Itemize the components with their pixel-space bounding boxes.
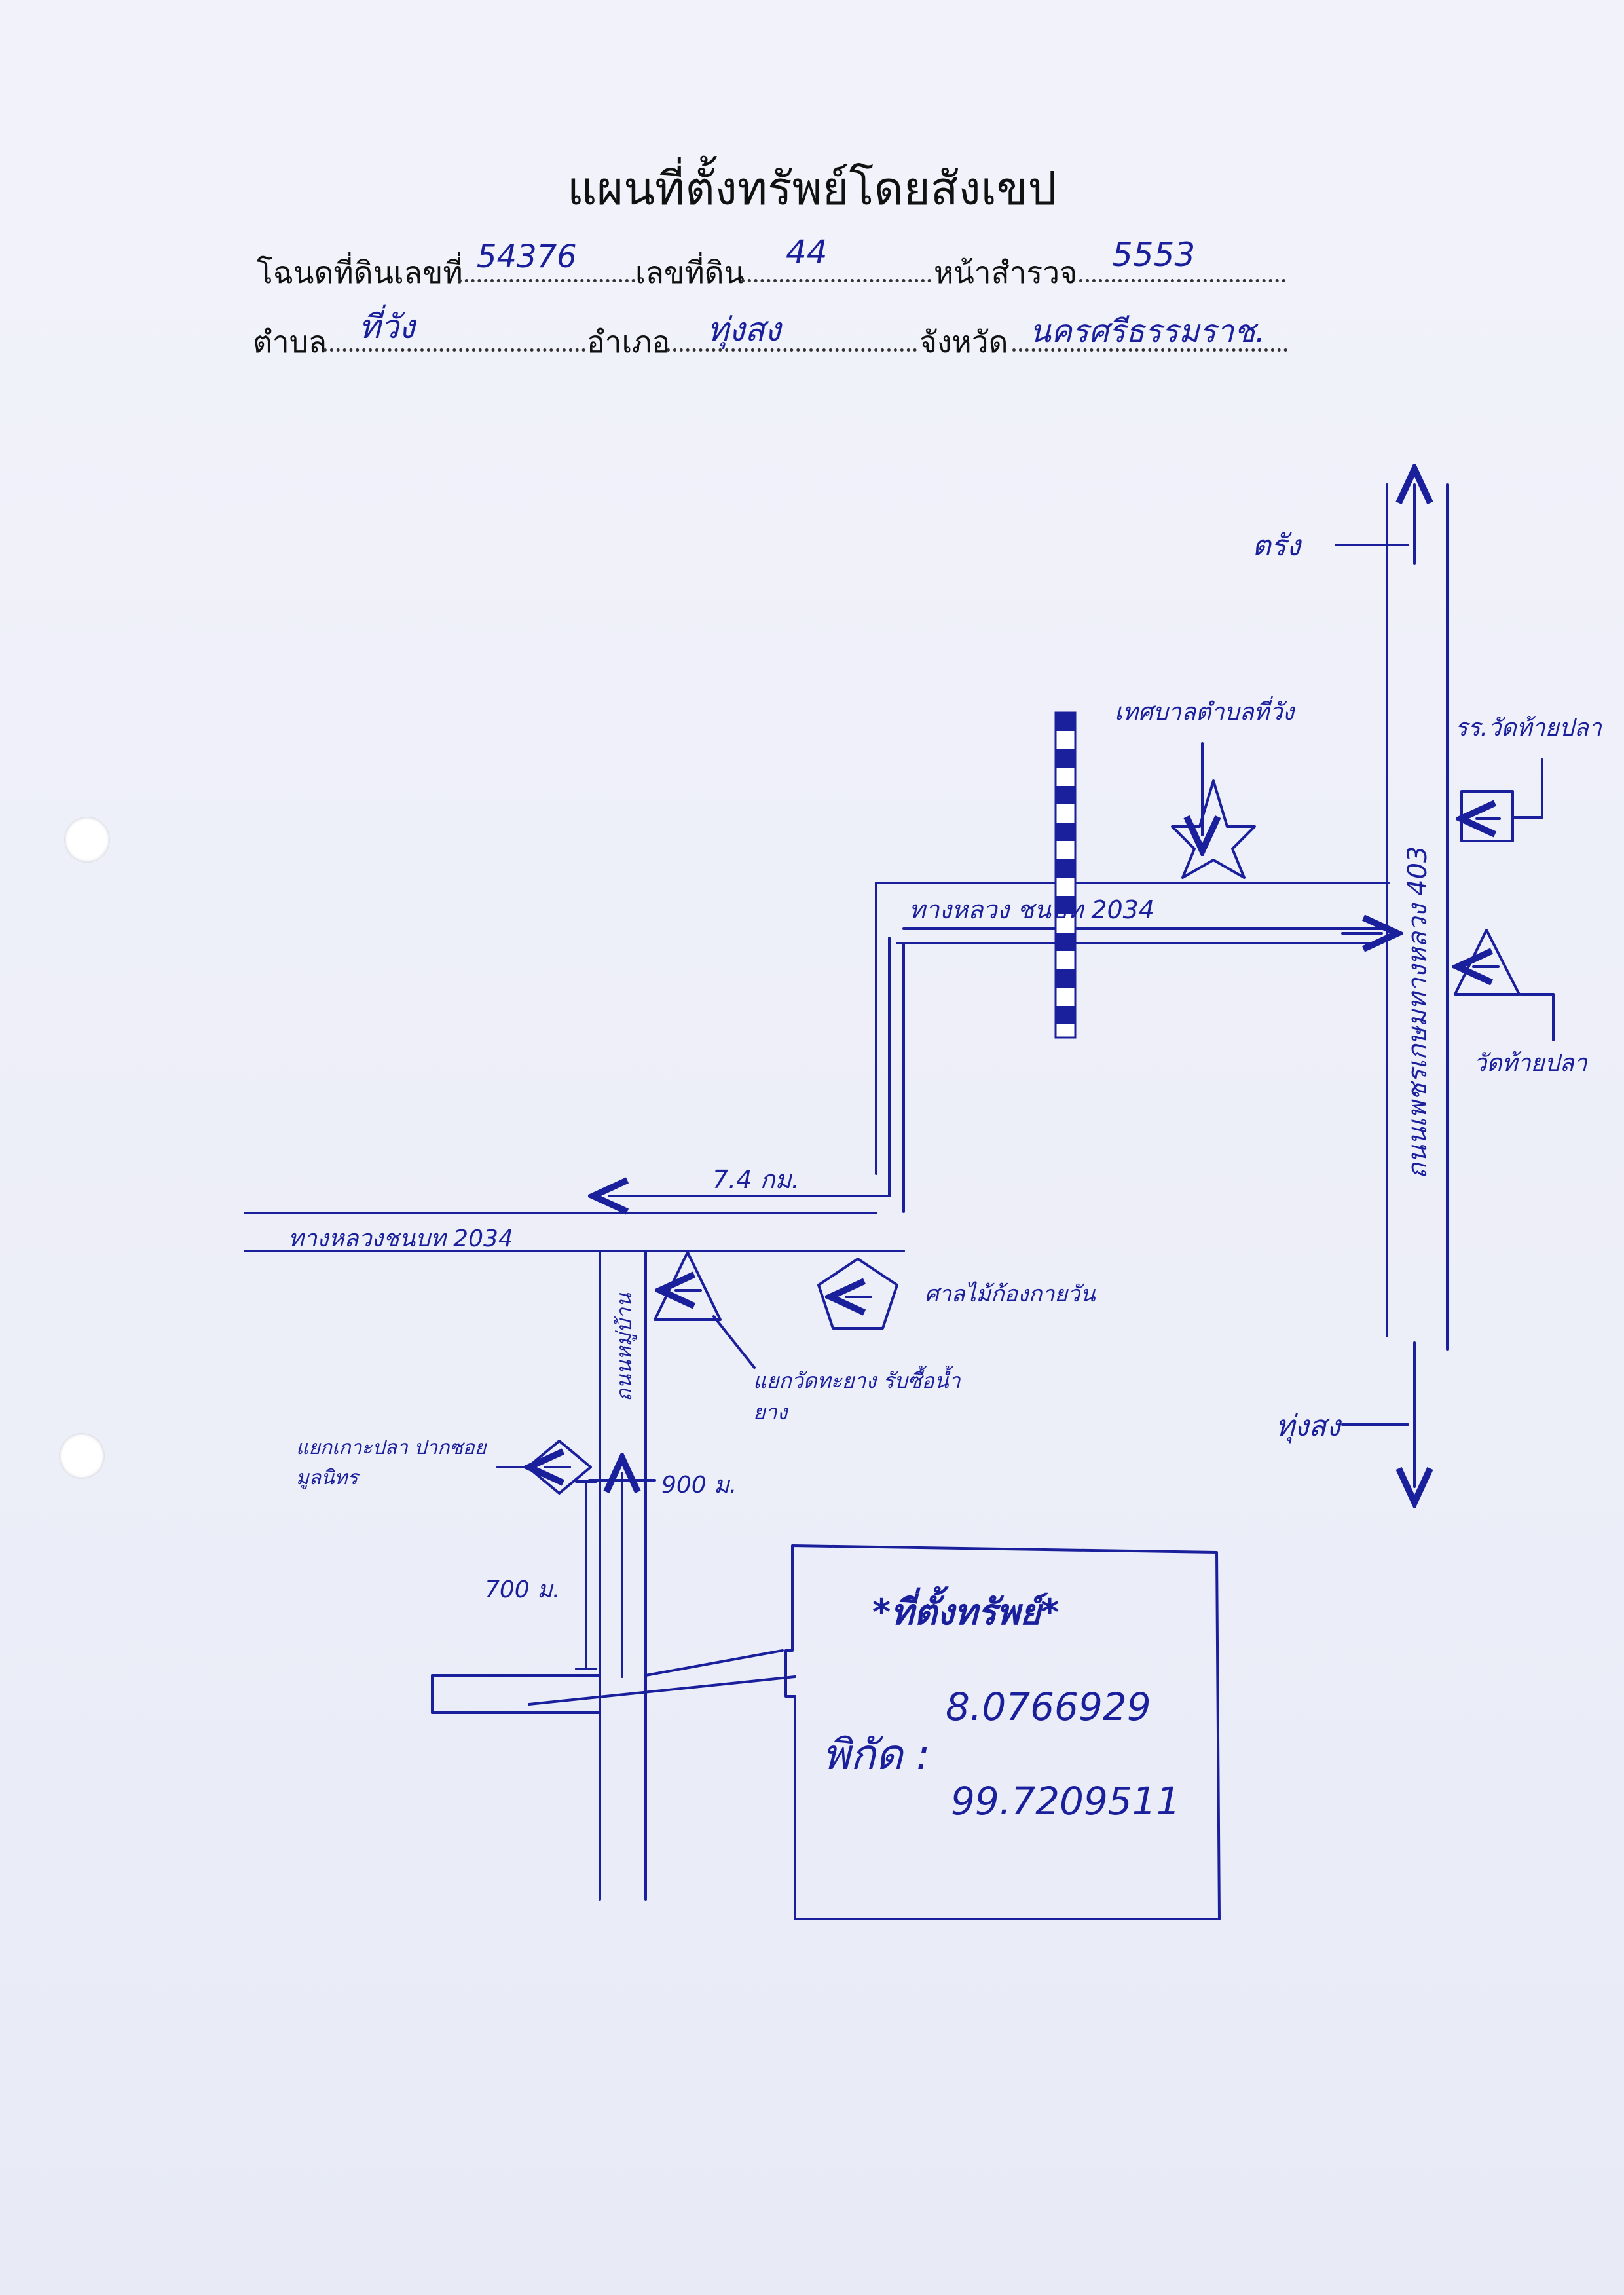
page-title: แผนที่ตั้งทรัพย์โดยสังเขป bbox=[567, 162, 1057, 215]
punch-hole-top bbox=[64, 817, 110, 863]
survey-page-dots bbox=[1079, 279, 1285, 282]
district-value: ทุ่งสง bbox=[707, 310, 781, 348]
deed-no-dots bbox=[458, 279, 635, 282]
survey-page-label: หน้าสำรวจ bbox=[934, 255, 1077, 290]
shop-label: แยกวัดทะยาง รับซื้อน้ำยาง bbox=[753, 1368, 961, 1425]
shrine-pentagon-icon bbox=[817, 1258, 898, 1330]
deed-info-row-2: ตำบล ที่วัง อำเภอ ทุ่งสง จังหวัด นครศรีธ… bbox=[0, 308, 1624, 364]
deed-no-value: 54376 bbox=[477, 238, 577, 275]
lane-to-property-b bbox=[528, 1675, 796, 1706]
deed-no-label: โฉนดที่ดินเลขที่ bbox=[257, 255, 463, 290]
property-label: *ที่ตั้งทรัพย์* bbox=[872, 1592, 1060, 1633]
survey-page-value: 5553 bbox=[1112, 236, 1196, 274]
highway-vertical-label: ถนนเพชรเกษมทางหลวง 403 bbox=[1403, 846, 1433, 1180]
punch-hole-bottom bbox=[59, 1433, 105, 1479]
shop-triangle-icon bbox=[654, 1251, 722, 1321]
temple-triangle-icon bbox=[1454, 929, 1521, 996]
distance-700-label: 700 ม. bbox=[485, 1577, 561, 1603]
tambon-office-label: เทศบาลตำบลที่วัง bbox=[1115, 699, 1295, 726]
lane-to-property-a bbox=[644, 1649, 784, 1677]
province-value: นครศรีธรรมราช. bbox=[1029, 313, 1266, 350]
school-icon bbox=[1460, 790, 1514, 842]
distance-900-label: 900 ม. bbox=[661, 1472, 737, 1499]
to-trang-label: ตรัง bbox=[1252, 529, 1301, 563]
coordinate-label: พิกัด : bbox=[822, 1731, 931, 1780]
deed-info-row-1: โฉนดที่ดินเลขที่ 54376 เลขที่ดิน 44 หน้า… bbox=[0, 233, 1624, 295]
longitude-value: 99.7209511 bbox=[951, 1779, 1181, 1823]
land-no-value: 44 bbox=[786, 233, 828, 271]
latitude-value: 8.0766929 bbox=[946, 1685, 1151, 1729]
highway-2034-label: ทางหลวง ชนบท 2034 bbox=[909, 895, 1154, 924]
to-thungsong-label: ทุ่งสง bbox=[1276, 1409, 1340, 1443]
land-no-dots bbox=[741, 279, 931, 282]
land-no-label: เลขที่ดิน bbox=[635, 255, 745, 290]
railway-track bbox=[1054, 711, 1077, 1039]
school-label: รร.วัดท้ายปลา bbox=[1455, 715, 1602, 741]
tambon-office-star-icon bbox=[1171, 779, 1256, 879]
shrine-label: ศาลไม้ก้องกายวัน bbox=[925, 1281, 1096, 1307]
subdistrict-label: ตำบล bbox=[253, 324, 327, 360]
property-boundary bbox=[784, 1544, 1221, 1920]
province-label: จังหวัด bbox=[919, 324, 1008, 360]
highway-2034-left-label: ทางหลวงชนบท 2034 bbox=[288, 1225, 513, 1252]
temple-label: วัดท้ายปลา bbox=[1473, 1050, 1587, 1077]
subdistrict-value: ที่วัง bbox=[359, 308, 415, 346]
district-dots bbox=[667, 348, 917, 352]
district-label: อำเภอ bbox=[587, 324, 671, 360]
side-road-label: ถนนหมู่บ้าน bbox=[612, 1293, 637, 1402]
province-dots bbox=[1012, 348, 1287, 352]
shop-pointer bbox=[712, 1315, 756, 1369]
distance-7km-label: 7.4 กม. bbox=[712, 1165, 800, 1194]
subdistrict-dots bbox=[323, 348, 585, 352]
junction-label: แยกเกาะปลา ปากซอยมูลนิทร bbox=[296, 1436, 487, 1489]
